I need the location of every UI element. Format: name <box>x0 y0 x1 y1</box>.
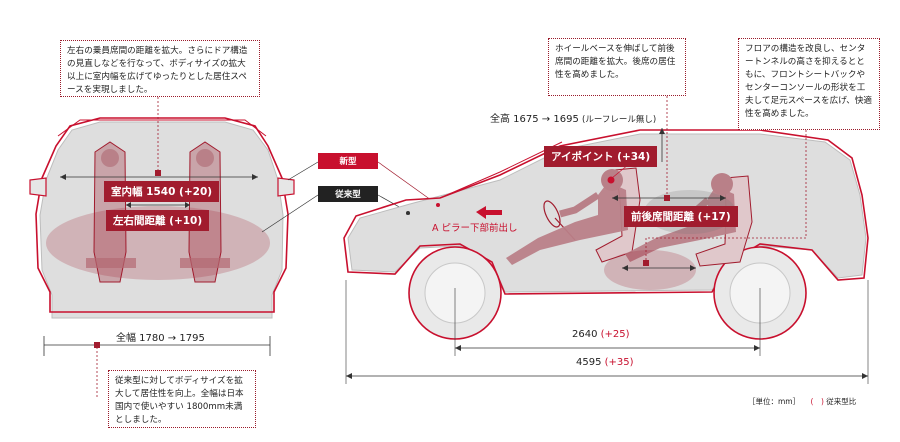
units-text: ［単位：mm］ <box>748 397 801 406</box>
length-label: 4595 (+35) <box>576 357 634 368</box>
length-value: 4595 <box>576 357 602 368</box>
interior-width-text: 室内幅 1540 <box>111 186 176 198</box>
note-wheelbase-text: ホイールベースを伸ばして前後席間の距離を拡大。後席の居住性を高めました。 <box>555 44 676 80</box>
front-view-focus-ellipse <box>46 206 270 280</box>
seat-gap-delta: (+10) <box>169 215 203 227</box>
eyepoint-label: アイポイント (+34) <box>544 146 658 167</box>
old-tag-leader <box>261 194 319 233</box>
old-model-tag: 従来型 <box>318 186 378 202</box>
units-paren: ( ) <box>810 397 824 406</box>
note-wheelbase: ホイールベースを伸ばして前後席間の距離を拡大。後席の居住性を高めました。 <box>548 38 686 96</box>
wheelbase-value: 2640 <box>572 329 598 340</box>
front-view-dimension-lines <box>43 97 271 398</box>
height-label: 全高 1675 → 1695 (ルーフレール無し) <box>490 110 656 125</box>
note-front-interior-text: 左右の乗員席間の距離を拡大。さらにドア構造の見直しなどを行なって、ボディサイズの… <box>67 46 248 95</box>
note-floor-text: フロアの構造を改良し、センタートンネルの高さを抑えるとともに、フロントシートバッ… <box>745 44 873 119</box>
new-model-tag: 新型 <box>318 153 378 169</box>
interior-width-delta: (+20) <box>179 186 213 198</box>
overall-width-label: 全幅 1780 → 1795 <box>116 333 205 344</box>
eyepoint-text: アイポイント <box>551 151 614 163</box>
new-tag-leader-side <box>377 161 439 206</box>
note-width-text: 従来型に対してボディサイズを拡大して居住性を向上。全幅は日本国内で使いやすい 1… <box>115 376 244 425</box>
seat-gap-label: 左右間距離 (+10) <box>106 210 210 231</box>
side-view-dimension-lines <box>345 96 869 384</box>
side-view-new-body <box>343 129 869 295</box>
units-legend: ［単位：mm］ ( ) 従来型比 <box>748 396 856 407</box>
height-text: 全高 1675 → 1695 <box>490 114 579 125</box>
front-view-new-body <box>29 117 295 313</box>
wheelbase-label: 2640 (+25) <box>572 329 630 340</box>
wheelbase-delta: (+25) <box>600 329 630 340</box>
side-view-floor-focus-ellipse <box>604 250 696 290</box>
seat-gap-text: 左右間距離 <box>113 215 166 227</box>
height-note: (ルーフレール無し) <box>582 115 657 125</box>
note-floor: フロアの構造を改良し、センタートンネルの高さを抑えるとともに、フロントシートバッ… <box>738 38 880 130</box>
seat-distance-delta: (+17) <box>697 211 731 223</box>
eyepoint-delta: (+34) <box>617 151 651 163</box>
seat-distance-text: 前後席間距離 <box>631 211 694 223</box>
note-width: 従来型に対してボディサイズを拡大して居住性を向上。全幅は日本国内で使いやすい 1… <box>108 370 256 428</box>
units-paren-meaning: 従来型比 <box>826 397 857 406</box>
eyepoint-marker <box>607 176 615 184</box>
seat-distance-label: 前後席間距離 (+17) <box>624 206 738 227</box>
note-front-interior: 左右の乗員席間の距離を拡大。さらにドア構造の見直しなどを行なって、ボディサイズの… <box>60 40 260 97</box>
new-tag-leader <box>287 161 319 181</box>
length-delta: (+35) <box>604 357 634 368</box>
interior-width-label: 室内幅 1540 (+20) <box>104 181 220 202</box>
a-pillar-note: A ピラー下部前出し <box>432 223 518 234</box>
